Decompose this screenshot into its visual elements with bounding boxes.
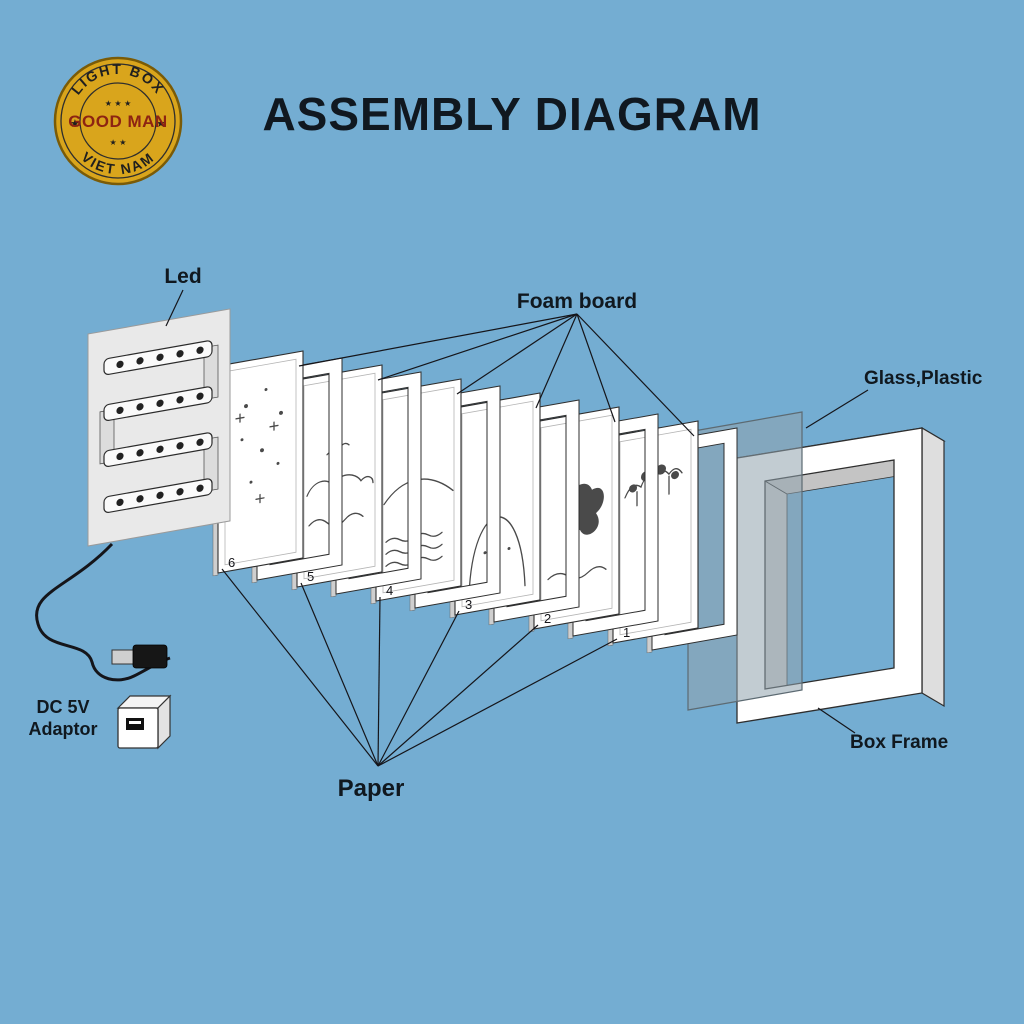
page-title: ASSEMBLY DIAGRAM	[262, 88, 761, 140]
leader-line-box-frame	[817, 707, 856, 734]
logo-stars-top-icon: ★ ★ ★	[105, 99, 132, 108]
leader-line-glass	[805, 389, 869, 429]
led-panel	[87, 308, 231, 547]
logo-outer-ring	[53, 56, 183, 186]
layer-number: 6	[228, 555, 235, 570]
layer-art-stars	[235, 388, 283, 504]
leader-lines-foam	[298, 313, 695, 437]
label-foam-board: Foam board	[517, 290, 637, 313]
logo-stars-bottom-icon: ★ ★	[110, 138, 127, 147]
glass-sheet	[687, 411, 803, 711]
label-adaptor-line2: Adaptor	[29, 719, 98, 739]
adaptor-icon	[116, 694, 172, 750]
label-paper: Paper	[338, 775, 405, 802]
logo-center-ring	[79, 82, 157, 160]
layer-number: 2	[544, 611, 551, 626]
box-frame-right-face	[921, 426, 945, 708]
layer-number: 3	[465, 597, 472, 612]
logo-star-right-icon: ★	[156, 117, 166, 130]
leader-lines-paper	[221, 568, 618, 767]
led-dots	[116, 346, 204, 507]
layer-number: 1	[623, 625, 630, 640]
brand-logo: LIGHT BOX VIET NAM ★ ★ ★ ★ ★ ★ ★ GOOD MA…	[53, 56, 183, 186]
led-strips	[99, 340, 219, 513]
leader-line-led	[165, 289, 184, 327]
label-adaptor-line1: DC 5V	[36, 697, 89, 717]
label-box-frame: Box Frame	[850, 732, 948, 753]
logo-star-left-icon: ★	[70, 117, 80, 130]
usb-plug-icon	[111, 644, 168, 669]
logo-center-text: GOOD MAN	[68, 112, 167, 131]
label-led: Led	[164, 265, 201, 288]
layer-number: 4	[386, 583, 393, 598]
label-glass-plastic: Glass,Plastic	[864, 368, 983, 389]
logo-inner-ring	[60, 63, 176, 179]
power-cable	[35, 542, 171, 682]
layer-number: 5	[307, 569, 314, 584]
